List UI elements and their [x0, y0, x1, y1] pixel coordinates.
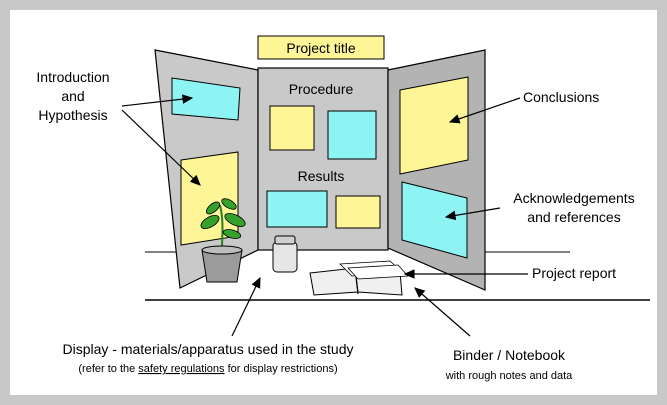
- plant-leaf: [221, 198, 237, 210]
- acknowledgements-label-line2: and references: [527, 209, 620, 225]
- arrow-display: [231, 276, 261, 337]
- project-title-box: [257, 35, 385, 60]
- procedure-card-cyan: [327, 110, 377, 160]
- acknowledgements-card-cyan: [401, 181, 468, 259]
- jar: [272, 235, 298, 273]
- procedure-heading: Procedure: [289, 81, 354, 97]
- project-title-label: Project title: [286, 40, 355, 56]
- procedure-card-yellow: [269, 105, 315, 151]
- arrow-intro-to-cyan-card: [121, 94, 194, 107]
- intro-label-line2: and: [61, 88, 84, 104]
- binder-label: Binder / Notebook: [453, 347, 566, 363]
- safety-regulations-link[interactable]: safety regulations: [138, 363, 225, 375]
- plant-leaf: [200, 214, 220, 230]
- flower-pot-rim: [201, 245, 243, 255]
- display-note-suffix: for display restrictions): [225, 363, 338, 375]
- plant-leaf: [222, 229, 242, 239]
- plant-in-pot: [200, 198, 246, 283]
- project-report-label: Project report: [532, 265, 616, 281]
- display-label: Display - materials/apparatus used in th…: [62, 341, 353, 357]
- acknowledgements-label-line1: Acknowledgements: [513, 190, 634, 206]
- diagram-frame: Project title Procedure Results: [10, 10, 657, 395]
- intro-label-line3: Hypothesis: [38, 107, 107, 123]
- results-heading: Results: [298, 168, 345, 184]
- results-card-yellow: [335, 195, 381, 229]
- jar-lid: [274, 235, 296, 245]
- conclusions-card-yellow: [399, 76, 469, 175]
- report-sheet: [347, 264, 409, 280]
- plant-leaf: [205, 201, 221, 215]
- science-fair-board-diagram: Project title Procedure Results: [36, 35, 650, 382]
- plant-leaf: [224, 213, 246, 227]
- display-note: (refer to the safety regulations for dis…: [78, 363, 337, 375]
- intro-card-cyan: [171, 77, 241, 121]
- jar-body: [272, 241, 298, 273]
- arrow-acknowledgements: [444, 207, 501, 221]
- binder-note: with rough notes and data: [445, 370, 573, 382]
- results-card-cyan: [266, 190, 328, 228]
- conclusions-label: Conclusions: [523, 89, 599, 105]
- arrow-binder: [414, 287, 471, 337]
- arrow-conclusions: [448, 97, 521, 124]
- project-report-sheets: [339, 260, 409, 280]
- intro-label-line1: Introduction: [36, 69, 109, 85]
- arrow-intro-to-yellow-card: [121, 109, 201, 186]
- flower-pot: [201, 249, 243, 283]
- display-note-prefix: (refer to the: [78, 363, 138, 375]
